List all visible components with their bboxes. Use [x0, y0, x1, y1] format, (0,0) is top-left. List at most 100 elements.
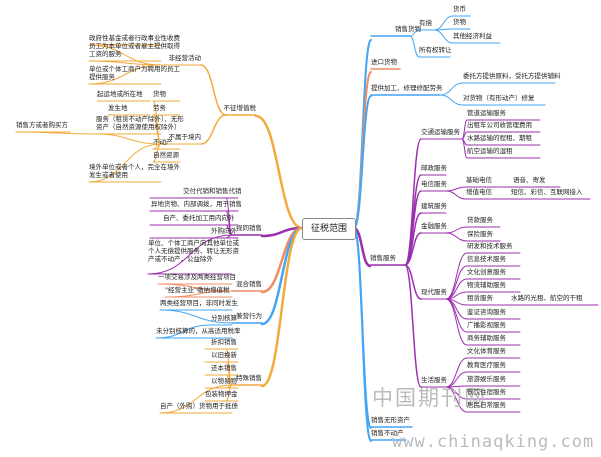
node-not-in-country[interactable]: 不属于境内	[168, 133, 202, 141]
node-fin2[interactable]: 保险服务	[467, 230, 493, 238]
connector-line	[260, 226, 304, 294]
connector-line	[409, 29, 420, 37]
node-s5[interactable]: 包装物押金	[205, 390, 238, 398]
node-processing[interactable]: 提供加工、修理修配劳务	[371, 84, 443, 92]
node-nic-service[interactable]: 服务（租赁不动产除外）、无形 资产（自然资源使用权除外）	[96, 115, 184, 131]
connector-line	[445, 386, 468, 413]
node-nic-service-d[interactable]: 销售方或者购买方	[16, 121, 68, 129]
node-life[interactable]: 生活服务	[421, 376, 447, 384]
node-d3[interactable]: 自产、委托加工用内向外	[163, 214, 235, 222]
node-no3[interactable]: 单位或个体工商户为聘用的员工 提供服务	[89, 65, 180, 81]
node-l5[interactable]: 居民日常服务	[467, 401, 506, 409]
node-intangible[interactable]: 销售无形资产	[371, 416, 410, 424]
node-tele-add-d[interactable]: 短信、彩信、互联网接入	[511, 188, 583, 196]
node-m2[interactable]: 信息技术服务	[467, 255, 506, 263]
connector-line	[445, 226, 468, 234]
node-currency[interactable]: 货币	[453, 5, 466, 13]
node-s3[interactable]: 还本销售	[211, 364, 237, 372]
node-s6[interactable]: 自产（外购）货物用于抵债	[160, 402, 238, 410]
node-sales-services[interactable]: 销售服务	[370, 254, 396, 262]
node-s2[interactable]: 以旧换新	[211, 351, 237, 359]
connector-line	[152, 114, 162, 145]
connector-line	[445, 186, 467, 192]
node-repair-obj[interactable]: 对货物（有形动产）修复	[463, 94, 535, 102]
node-nic-realestate[interactable]: 不动产	[153, 138, 173, 146]
node-transfer-own[interactable]: 所有权转让	[419, 46, 452, 54]
node-m5-d[interactable]: 水路的光租、航空的干租	[511, 294, 583, 302]
node-no1[interactable]: 政府性基金或者行政事业性收费	[89, 34, 180, 42]
node-telecom[interactable]: 电信服务	[421, 180, 447, 188]
node-modern[interactable]: 现代服务	[421, 288, 447, 296]
connector-line	[439, 82, 464, 96]
node-nic-abroad[interactable]: 境外单位或者个人，完全在境外 发生或者使用	[89, 163, 180, 179]
node-t4[interactable]: 航空运输的湿租	[467, 147, 513, 155]
connector-line	[433, 15, 454, 31]
node-d1[interactable]: 交付代销和销售代销	[183, 187, 242, 195]
node-ownership[interactable]: 有偿	[419, 19, 432, 27]
node-t3[interactable]: 水路运输的程租、期租	[467, 134, 532, 142]
node-s4[interactable]: 以物易物	[211, 377, 237, 385]
node-concurrent[interactable]: 兼营行为	[236, 312, 262, 320]
node-nic-natural[interactable]: 自然资源	[153, 151, 179, 159]
node-cc1[interactable]: 两类经营项目，非同时发生	[160, 299, 238, 307]
node-non-operating[interactable]: 非经营活动	[168, 54, 202, 62]
node-mx2[interactable]: "经营主业"缴纳增值税	[165, 286, 230, 294]
node-nic-labor-d[interactable]: 发生地	[108, 104, 128, 112]
node-tele-basic-d[interactable]: 语音、寄发	[513, 176, 546, 184]
connector-line	[147, 234, 233, 275]
node-no2[interactable]: 员工为本单位或者雇主提供取得 工资的服务	[89, 42, 180, 58]
node-tele-add[interactable]: 增值电信	[466, 188, 492, 196]
connector-line	[88, 143, 162, 183]
connector-line	[353, 95, 372, 229]
connector-line	[445, 357, 468, 388]
node-nic-labor[interactable]: 劳务	[153, 104, 166, 112]
node-fin1[interactable]: 贷款服务	[467, 216, 493, 224]
node-cc2[interactable]: 分别核算	[211, 314, 237, 322]
node-mixed[interactable]: 混合销售	[236, 280, 262, 288]
watermark-url: www.chinaqking.com	[392, 432, 595, 452]
node-l1[interactable]: 文化体育服务	[467, 347, 506, 355]
node-t1[interactable]: 管道运输服务	[467, 109, 506, 117]
connector-line	[353, 227, 372, 442]
central-topic[interactable]: 征税范围	[302, 218, 356, 240]
node-s1[interactable]: 折扣销售	[211, 338, 237, 346]
node-l2[interactable]: 教育医疗服务	[467, 361, 506, 369]
watermark-cn: 中国期刊网	[372, 386, 487, 410]
connector-line	[200, 114, 227, 145]
node-realestate[interactable]: 销售不动产	[371, 429, 404, 437]
node-import-goods[interactable]: 进口货物	[371, 58, 397, 66]
connector-line	[404, 232, 422, 266]
node-m6[interactable]: 鉴证咨询服务	[467, 308, 506, 316]
node-not-taxed[interactable]: 不征增值税	[223, 104, 257, 112]
node-m8[interactable]: 商务辅助服务	[467, 334, 506, 342]
node-d5[interactable]: 单位、个体工商户向其他单位或 个人无偿提供服务、转让无形资 产或不动产，公益除外	[148, 239, 239, 263]
node-cc3[interactable]: 未分别核算的，从高适用税率	[156, 327, 241, 335]
node-sales-goods[interactable]: 销售货物	[395, 25, 421, 33]
node-proc-entrust[interactable]: 委托方提供原料，受托方提供辅料	[463, 72, 561, 80]
node-l3[interactable]: 旅游娱乐服务	[467, 375, 506, 383]
connector-line	[445, 265, 468, 300]
connector-line	[404, 264, 422, 388]
node-goods[interactable]: 货物	[453, 18, 466, 26]
node-d2[interactable]: 异地货物、内部调拨，用于销售	[151, 200, 242, 208]
node-t2[interactable]: 出租车公司收管理费用	[467, 121, 532, 129]
connector-line	[445, 298, 468, 346]
node-mx1[interactable]: 一项交易涉及两类经营项目	[158, 273, 236, 281]
node-nic-goods[interactable]: 货物	[153, 90, 166, 98]
node-m5[interactable]: 租赁服务	[467, 294, 493, 302]
node-d4[interactable]: 外购向外	[211, 227, 237, 235]
node-finance[interactable]: 金融服务	[421, 222, 447, 230]
node-construction[interactable]: 建筑服务	[421, 202, 447, 210]
node-deemed[interactable]: 视同销售	[236, 224, 262, 232]
node-m1[interactable]: 研发和技术服务	[467, 242, 513, 250]
node-m4[interactable]: 物流辅助服务	[467, 281, 506, 289]
node-other-benefit[interactable]: 其他经济利益	[453, 32, 492, 40]
node-m7[interactable]: 广播影视服务	[467, 321, 506, 329]
node-l4[interactable]: 餐饮住宿服务	[467, 388, 506, 396]
node-transport[interactable]: 交通运输服务	[421, 128, 460, 136]
node-special[interactable]: 特殊销售	[236, 374, 262, 382]
node-m3[interactable]: 文化创意服务	[467, 268, 506, 276]
node-nic-goods-d[interactable]: 起运地或所在地	[97, 90, 143, 98]
node-postal[interactable]: 邮政服务	[421, 164, 447, 172]
node-tele-basic[interactable]: 基础电信	[466, 176, 492, 184]
